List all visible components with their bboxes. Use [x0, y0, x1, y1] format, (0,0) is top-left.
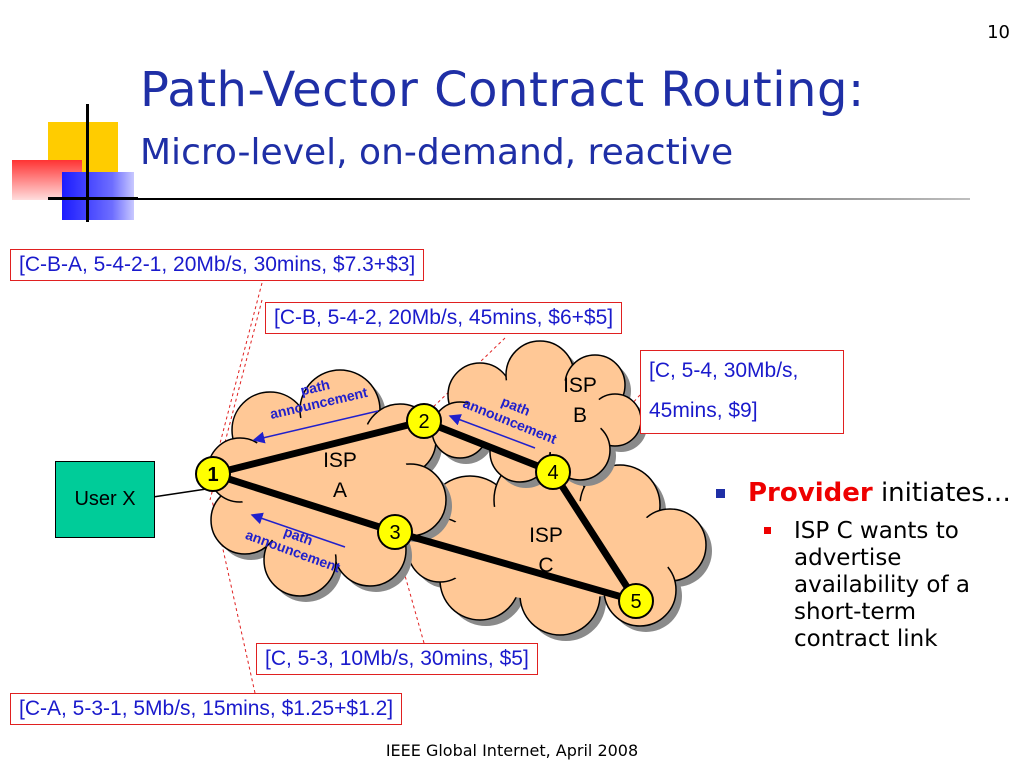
isp-c-label-line2: C — [538, 554, 553, 577]
callout-line-cb-left — [209, 299, 263, 501]
node-3: 3 — [377, 514, 413, 550]
title-divider — [50, 198, 970, 200]
link-3-5 — [391, 528, 640, 605]
bullet-main-highlight: Provider — [748, 478, 873, 508]
user-link — [152, 487, 214, 498]
label-c-b-a: [C-B-A, 5-4-2-1, 20Mb/s, 30mins, $7.3+$3… — [10, 249, 425, 281]
isp-c-label-line1: ISP — [529, 524, 563, 547]
node-5: 5 — [618, 583, 654, 619]
isp-a-label-line2: A — [333, 479, 347, 502]
label-c-a: [C-A, 5-3-1, 5Mb/s, 15mins, $1.25+$1.2] — [10, 693, 403, 725]
links — [209, 417, 640, 605]
link-1-2 — [209, 417, 428, 478]
user-x-label: User X — [74, 488, 136, 510]
node-4-label: 4 — [547, 462, 558, 484]
router-nodes: 1 2 3 4 5 — [195, 403, 654, 619]
bullet-main-text: initiates… — [880, 478, 1011, 508]
bullet-sub: ISP C wants to advertise availability of… — [712, 518, 1017, 653]
arrow-announcement-a-top — [252, 410, 379, 444]
page-subtitle: Micro-level, on-demand, reactive — [140, 132, 734, 173]
announcement-arrows — [250, 410, 536, 548]
user-x-box: User X — [55, 461, 155, 538]
link-2-4 — [420, 417, 557, 476]
isp-b-label-line1: ISP — [563, 374, 597, 397]
slide-number: 10 — [987, 22, 1010, 43]
arrow-announcement-b — [448, 414, 536, 449]
isp-b-label-line2: B — [573, 404, 587, 427]
link-4-5 — [549, 468, 640, 605]
isp-a-label-line1: ISP — [323, 449, 357, 472]
announcement-a-top-line1: path — [299, 376, 331, 398]
page-title: Path-Vector Contract Routing: — [140, 62, 865, 118]
node-2-label: 2 — [418, 411, 429, 433]
isp-b-cloud — [431, 340, 647, 488]
link-1-3 — [209, 470, 399, 536]
bullet-list: Provider initiates… ISP C wants to adver… — [712, 478, 1017, 653]
node-3-label: 3 — [389, 522, 400, 544]
node-4: 4 — [535, 454, 571, 490]
deco-blue-square — [62, 172, 134, 220]
label-c-b: [C-B, 5-4-2, 20Mb/s, 45mins, $6+$5] — [265, 302, 623, 334]
node-2: 2 — [406, 403, 442, 439]
label-c-5-4: [C, 5-4, 30Mb/s, 45mins, $9] — [640, 350, 844, 434]
node-5-label: 5 — [630, 591, 641, 613]
label-c-5-3: [C, 5-3, 10Mb/s, 30mins, $5] — [256, 643, 538, 675]
arrow-announcement-a-bottom — [250, 512, 346, 548]
footer-text: IEEE Global Internet, April 2008 — [385, 741, 639, 760]
bullet-main: Provider initiates… — [712, 478, 1017, 508]
bullet-sub-text: ISP C wants to advertise availability of… — [794, 518, 970, 652]
deco-vertical-line — [86, 104, 89, 222]
node-1-label: 1 — [207, 464, 218, 486]
node-1: 1 — [195, 456, 231, 492]
callout-line-cba — [211, 282, 263, 475]
